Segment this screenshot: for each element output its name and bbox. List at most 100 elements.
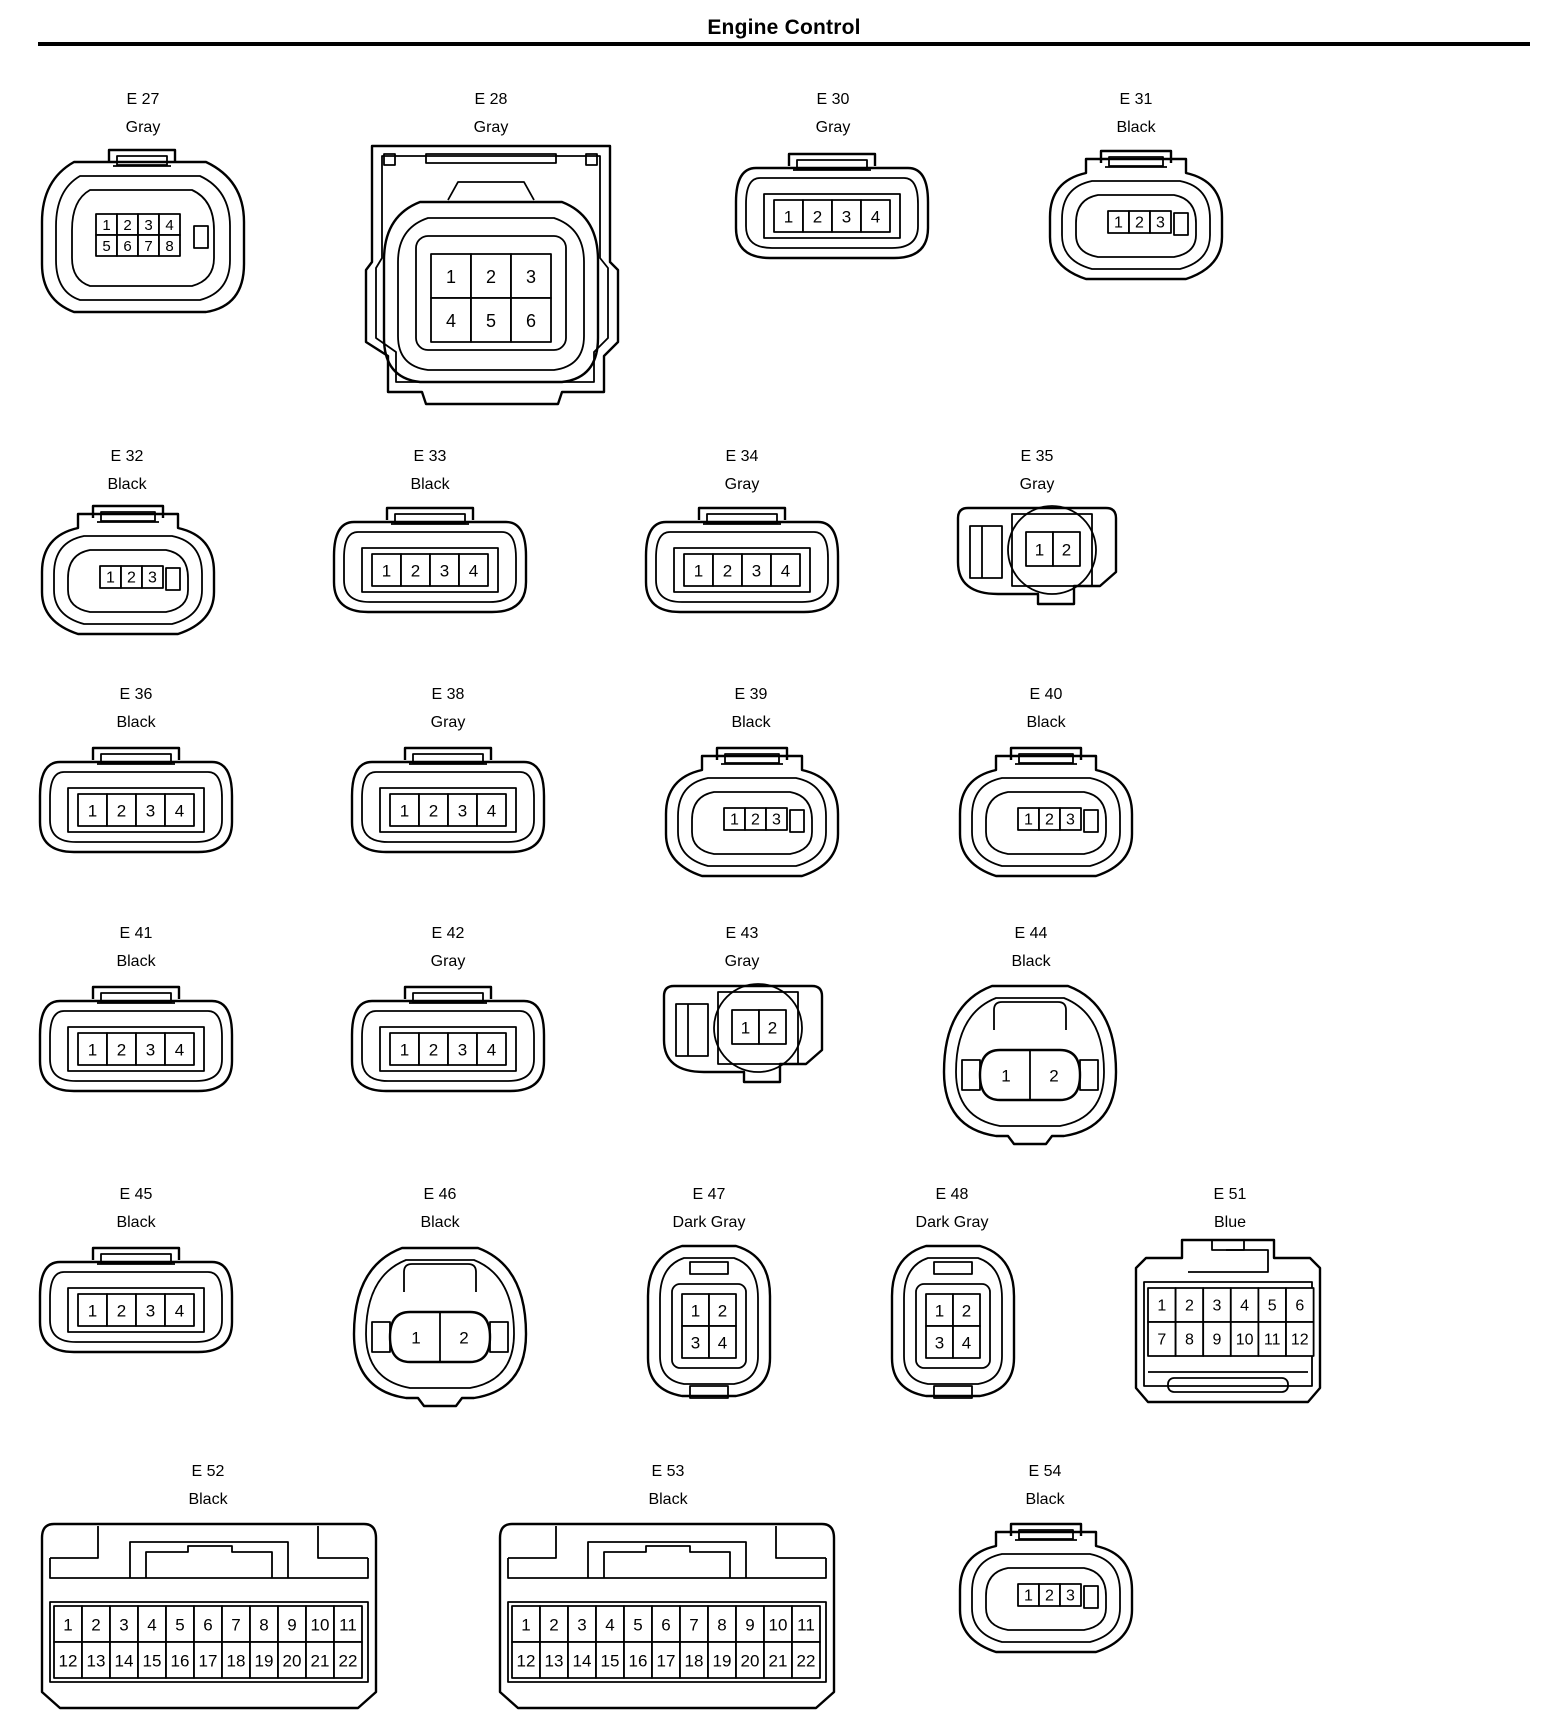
connector-code: E 46 [423,1186,457,1203]
pin-number: 1 [400,802,409,821]
pin-number: 4 [962,1334,971,1353]
pin-number: 3 [146,802,155,821]
pin-cavity-e43-1 [731,1009,760,1045]
pin-number: 17 [657,1652,676,1671]
connector-color: Black [1025,1491,1065,1508]
pin-cavity-e47-4 [708,1325,737,1359]
connector-code: E 42 [431,925,465,942]
pin-number: 2 [117,802,126,821]
pin-cavity-e43-2 [758,1009,787,1045]
pin-number: 3 [1066,812,1075,829]
pin-number: 1 [88,1041,97,1060]
pin-number: 6 [1295,1298,1304,1315]
pin-number: 1 [88,802,97,821]
pin-number: 11 [339,1616,357,1635]
pin-number: 19 [255,1652,274,1671]
connector-color: Dark Gray [672,1214,746,1231]
pin-number: 3 [772,812,781,829]
pin-number: 2 [117,1041,126,1060]
pin-number: 18 [685,1652,704,1671]
pin-number: 2 [459,1329,468,1348]
pin-cavity-e52-11 [333,1605,363,1643]
pin-number: 1 [1024,812,1033,829]
pin-cavity-e45-4 [164,1293,195,1327]
pin-cavity-e31-3 [1149,210,1172,234]
pin-number: 1 [1114,215,1123,232]
connector-code: E 32 [110,448,144,465]
pin-number: 16 [629,1652,648,1671]
pin-cavity-e35-1 [1025,531,1054,567]
pin-number: 2 [123,217,131,234]
pin-number: 1 [1035,541,1044,560]
pin-cavity-e52-9 [277,1605,307,1643]
pin-cavity-e41-3 [135,1032,166,1066]
pin-number: 13 [87,1652,106,1671]
connector-color: Gray [125,119,161,136]
pin-cavity-e51-12 [1285,1321,1315,1357]
pin-number: 2 [962,1302,971,1321]
pin-number: 11 [1264,1332,1281,1349]
pin-number: 15 [143,1652,162,1671]
connector-code: E 52 [191,1463,225,1480]
pin-number: 6 [203,1616,212,1635]
connector-color: Black [116,1214,156,1231]
pin-number: 11 [797,1616,815,1635]
pin-cavity-e48-4 [952,1325,981,1359]
pin-number: 3 [577,1616,586,1635]
pin-cavity-e54-3 [1059,1583,1082,1607]
connector-code: E 33 [413,448,447,465]
connector-color: Black [420,1214,460,1231]
pin-number: 13 [545,1652,564,1671]
pin-cavity-e52-19 [249,1641,279,1679]
pin-cavity-e52-22 [333,1641,363,1679]
connector-color: Black [648,1491,688,1508]
connector-code: E 30 [816,91,850,108]
connector-code: E 35 [1020,448,1054,465]
pin-number: 4 [446,311,456,331]
pin-cavity-e28-5 [470,297,512,343]
pin-number: 9 [287,1616,296,1635]
pin-number: 12 [517,1652,536,1671]
connector-color: Gray [724,953,760,970]
connector-code: E 44 [1014,925,1048,942]
pin-number: 1 [446,267,456,287]
pin-number: 3 [1066,1588,1075,1605]
connector-color: Black [1011,953,1051,970]
connector-code: E 31 [1119,91,1153,108]
connector-color: Black [116,714,156,731]
page-title: Engine Control [707,16,861,39]
pin-number: 4 [147,1616,156,1635]
pin-number: 9 [1213,1332,1222,1349]
connector-color: Black [116,953,156,970]
pin-number: 1 [691,1302,700,1321]
pin-number: 1 [63,1616,72,1635]
pin-number: 2 [768,1019,777,1038]
pin-number: 1 [694,562,703,581]
pin-number: 5 [102,238,110,255]
pin-number: 3 [146,1041,155,1060]
pin-number: 5 [175,1616,184,1635]
pin-number: 1 [102,217,110,234]
pin-cavity-e53-15 [595,1641,625,1679]
pin-cavity-e42-2 [418,1032,449,1066]
pin-number: 2 [429,1041,438,1060]
pin-number: 3 [148,570,157,587]
pin-number: 2 [411,562,420,581]
pin-number: 18 [227,1652,246,1671]
pin-number: 4 [487,1041,496,1060]
pin-number: 8 [259,1616,268,1635]
pin-number: 2 [1049,1067,1058,1086]
connector-color: Black [731,714,771,731]
pin-cavity-e34-4 [770,553,801,587]
pin-number: 2 [751,812,760,829]
